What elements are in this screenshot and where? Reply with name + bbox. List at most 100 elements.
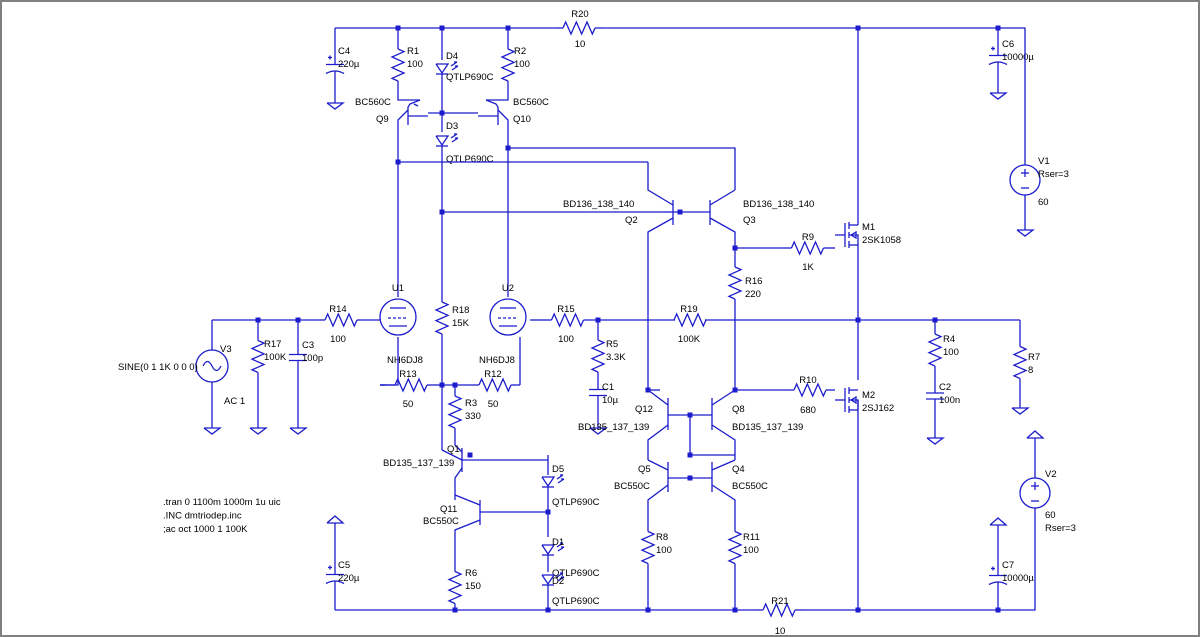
wire <box>1000 508 1036 611</box>
led-d3-value: QTLP690C <box>446 154 494 165</box>
tube-envelope <box>489 298 527 336</box>
resistor-r21-value: 10 <box>775 626 786 637</box>
wire <box>486 85 509 101</box>
wire <box>203 427 222 435</box>
wire <box>394 377 428 393</box>
led-d4-ref: D4 <box>446 51 458 62</box>
supply-symbol <box>326 515 345 533</box>
spice-directive: ;ac oct 1000 1 100K <box>163 524 248 535</box>
wire <box>557 478 565 484</box>
resistor-r10-ref: R10 <box>799 375 816 386</box>
transistor-q10-value: BC560C <box>513 97 549 108</box>
transistor-q12 <box>647 389 690 460</box>
transistor-q3 <box>690 189 736 248</box>
resistor-r17-ref: R17 <box>264 339 281 350</box>
wire <box>550 312 585 328</box>
resistor-r7-value: 8 <box>1028 365 1033 376</box>
wire <box>450 61 458 67</box>
wire <box>390 48 406 82</box>
resistor-r2-ref: R2 <box>514 46 526 57</box>
led-d5-value: QTLP690C <box>552 497 600 508</box>
resistor-r8-value: 100 <box>656 545 672 556</box>
resistor-r18-ref: R18 <box>452 305 469 316</box>
wire <box>451 137 459 143</box>
transistor-q9-value: BC560C <box>355 97 391 108</box>
wire <box>435 63 450 75</box>
voltage-source-v2-value: 60 <box>1045 510 1056 521</box>
resistor-r9-ref: R9 <box>802 232 814 243</box>
resistor-r1-value: 100 <box>407 59 423 70</box>
wire <box>485 99 499 108</box>
junction-dot <box>439 25 445 31</box>
cap-curve <box>325 70 345 75</box>
junction-dot <box>395 25 401 31</box>
wire <box>1011 407 1030 415</box>
wire <box>1000 27 1026 165</box>
wire <box>435 135 450 147</box>
voltage-source-v2 <box>1019 477 1051 509</box>
resistor-r7: R78 <box>1012 345 1040 380</box>
transistor-q9-ref: Q9 <box>376 114 389 125</box>
wire <box>647 484 669 525</box>
wire <box>413 103 419 107</box>
ground-symbol <box>289 420 308 435</box>
transistor-q4 <box>690 459 736 525</box>
resistor-r5-ref: R5 <box>606 339 618 350</box>
wire <box>478 377 512 393</box>
resistor-r1-ref: R1 <box>407 46 419 57</box>
junction-dot <box>255 317 261 323</box>
wire <box>647 162 674 206</box>
transistor-q1-value: BD135_137_139 <box>383 458 454 469</box>
resistor-r20-ref: R20 <box>571 9 588 20</box>
junction-dot <box>677 209 683 215</box>
resistor-r20-value: 10 <box>575 39 586 50</box>
capacitor-c6-value: 10000µ <box>1002 52 1034 63</box>
mosfet-m1-value: 2SK1058 <box>862 235 901 246</box>
led-d1-ref: D1 <box>552 537 564 548</box>
resistor-r16-ref: R16 <box>745 276 762 287</box>
wire <box>556 474 564 480</box>
triode-u1-ref: U1 <box>392 283 404 294</box>
capacitor-c7-ref: C7 <box>1002 560 1014 571</box>
resistor-r11-ref: R11 <box>743 532 760 543</box>
resistor-r19-ref: R19 <box>680 304 697 315</box>
led-d2-ref: D2 <box>552 576 564 587</box>
junction-dot <box>995 25 1001 31</box>
wire <box>790 240 825 256</box>
transistor-q5-value: BC550C <box>614 481 650 492</box>
ground-symbol <box>589 420 608 435</box>
resistor-r9-value: 1K <box>802 262 814 273</box>
capacitor-c1-value: 10µ <box>602 395 619 406</box>
capacitor-c6-ref: C6 <box>1002 39 1014 50</box>
junction-dot <box>545 509 551 515</box>
triode-u1-value: NH6DJ8 <box>387 355 423 366</box>
resistor-r18-value: 15K <box>452 318 470 329</box>
capacitor-c3-ref: C3 <box>302 340 314 351</box>
wire <box>556 572 564 578</box>
transistor-q8-value: BD135_137_139 <box>732 422 803 433</box>
capacitor-c6: C6 10000µ <box>988 39 1034 72</box>
transistor-q2 <box>647 162 674 390</box>
wire <box>497 109 509 148</box>
wire <box>727 530 743 565</box>
resistor-r2-value: 100 <box>514 59 530 70</box>
junction-dot <box>467 452 473 458</box>
capacitor-c5-value: 220µ <box>338 573 360 584</box>
